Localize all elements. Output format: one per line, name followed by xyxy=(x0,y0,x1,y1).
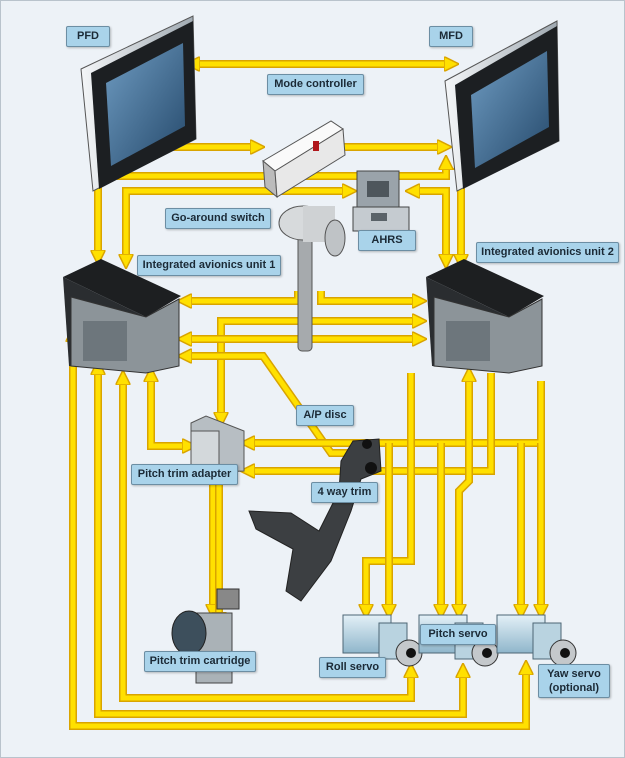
connector-line xyxy=(411,191,446,263)
label-mode-controller: Mode controller xyxy=(267,74,364,95)
iau2-device xyxy=(426,259,544,374)
label-roll-servo: Roll servo xyxy=(319,657,386,678)
label-ahrs: AHRS xyxy=(358,230,416,251)
connector-lines xyxy=(73,64,541,730)
roll-servo-device xyxy=(342,614,423,667)
mode-controller-device xyxy=(262,120,346,199)
label-pitch-trim-adapter: Pitch trim adapter xyxy=(131,464,238,485)
label-pfd: PFD xyxy=(66,26,110,47)
label-iau1: Integrated avionics unit 1 xyxy=(137,255,281,276)
pfd-display xyxy=(80,15,197,192)
label-pitch-trim-cartridge: Pitch trim cartridge xyxy=(144,651,256,672)
ahrs-device xyxy=(352,170,410,232)
connector-line xyxy=(147,373,191,450)
connector-line xyxy=(73,333,526,729)
mfd-display xyxy=(444,20,560,192)
yaw-servo-device xyxy=(496,614,577,667)
connector-line xyxy=(183,291,301,301)
label-go-around-switch: Go-around switch xyxy=(165,208,271,229)
control-yoke-device xyxy=(248,438,382,602)
connector-line xyxy=(98,366,463,717)
connector-line xyxy=(123,376,411,701)
label-pitch-servo: Pitch servo xyxy=(420,624,496,645)
label-yaw-servo: Yaw servo (optional) xyxy=(538,664,610,698)
connector-line xyxy=(459,373,469,613)
label-iau2: Integrated avionics unit 2 xyxy=(476,242,619,263)
connector-line xyxy=(151,373,191,446)
label-yaw-servo-line1: Yaw servo xyxy=(547,668,601,680)
go-around-switch-device xyxy=(278,205,346,352)
label-4-way-trim: 4 way trim xyxy=(311,482,378,503)
label-ap-disc: A/P disc xyxy=(296,405,354,426)
label-yaw-servo-line2: (optional) xyxy=(548,682,600,694)
connector-line xyxy=(411,187,450,263)
label-mfd: MFD xyxy=(429,26,473,47)
connector-line xyxy=(318,291,421,301)
iau1-device xyxy=(63,259,181,374)
